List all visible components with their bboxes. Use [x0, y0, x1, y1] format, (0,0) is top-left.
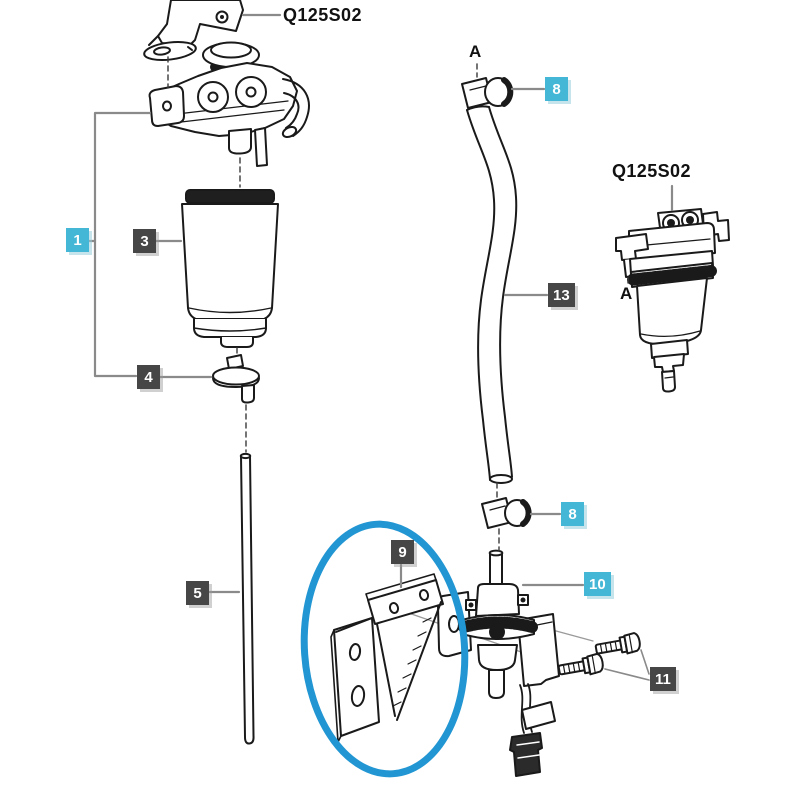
highlight-ellipse — [300, 520, 469, 778]
part-label-11: 11 — [650, 667, 676, 691]
view-letter-top: A — [469, 42, 482, 61]
part-fuel-hose — [466, 105, 518, 484]
part-assembled-filter — [615, 208, 730, 393]
part-bolts — [557, 632, 641, 676]
part-label-10: 10 — [584, 572, 611, 596]
part-label-13: 13 — [548, 283, 575, 307]
part-valve — [435, 549, 560, 777]
part-filter-head — [148, 62, 310, 167]
part-hose-clamp-lower — [481, 497, 532, 529]
part-label-5: 5 — [186, 581, 209, 605]
part-mounting-bracket — [330, 573, 444, 743]
part-code-right: Q125S02 — [612, 161, 691, 181]
part-top-bracket — [143, 0, 244, 62]
part-label-1: 1 — [66, 228, 89, 252]
part-code-top: Q125S02 — [283, 5, 362, 25]
part-label-8-top: 8 — [545, 77, 568, 101]
part-label-4: 4 — [137, 365, 160, 389]
part-drain-tube — [239, 452, 255, 745]
part-filter-cartridge — [181, 189, 279, 348]
dashed-alignment-lines — [167, 56, 629, 552]
part-label-3: 3 — [133, 229, 156, 253]
view-letter-right: A — [620, 284, 633, 303]
part-label-8-lower: 8 — [561, 502, 584, 526]
leader-lines — [86, 13, 674, 681]
part-drain-cock — [212, 354, 260, 404]
part-label-9: 9 — [391, 540, 414, 564]
part-hose-clamp-top — [461, 77, 514, 109]
